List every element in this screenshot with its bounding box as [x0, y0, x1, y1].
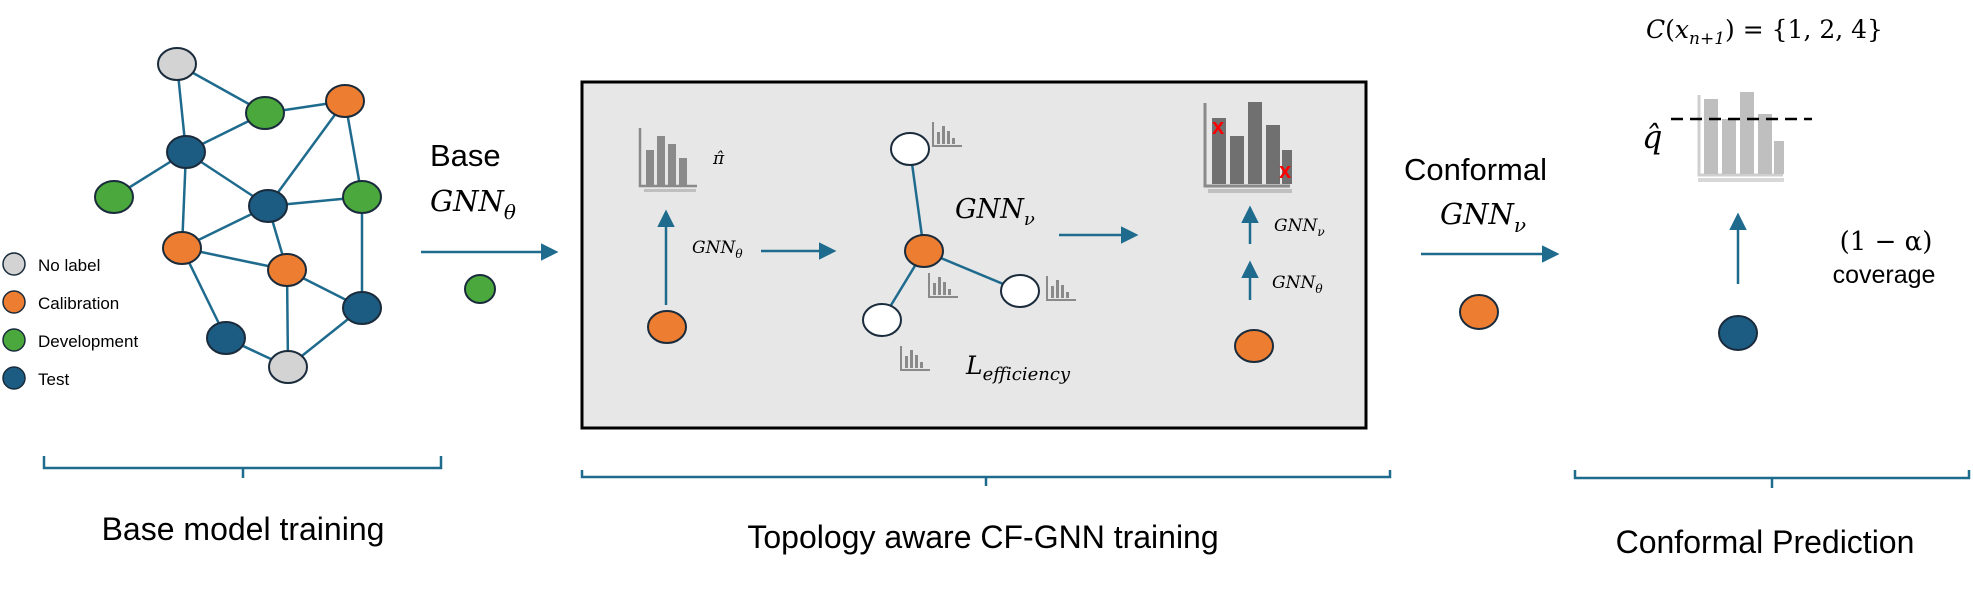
legend-label-no-label: No label: [38, 256, 100, 275]
node-calibration: [267, 253, 307, 287]
center-calibration-node: [904, 234, 944, 268]
gnn-nu-label: GNNν: [955, 194, 1035, 230]
node-no-label: [268, 350, 308, 384]
coverage-label: coverage: [1833, 261, 1936, 289]
node-development: [245, 96, 285, 130]
hist-bar: [679, 158, 687, 185]
node-no-label: [157, 47, 197, 81]
hist-bar: [1758, 114, 1772, 174]
legend-swatch-no-label: [2, 252, 26, 276]
coverage-expression: (1 − α): [1840, 227, 1933, 257]
stage2-title: Topology aware CF-GNN training: [747, 519, 1218, 555]
rank-gnn-nu-label: GNNν: [1274, 216, 1325, 239]
reject-x-mark: x: [1212, 114, 1225, 139]
rank-gnn-theta-label: GNNθ: [1272, 273, 1323, 296]
legend-label-development: Development: [38, 332, 138, 351]
legend: No label Calibration Development Test: [2, 252, 138, 390]
hist-bar: [1722, 119, 1736, 174]
gnn-theta-label: GNNθ: [692, 238, 743, 261]
input-graph: [113, 62, 364, 369]
legend-swatch-test: [2, 366, 26, 390]
stage3-bracket: [1573, 470, 1971, 488]
legend-label-test: Test: [38, 370, 69, 389]
neighbor-node: [1000, 274, 1040, 308]
calibration-node: [647, 310, 687, 344]
reject-x-mark: x: [1279, 158, 1292, 183]
stage3-title: Conformal Prediction: [1616, 524, 1915, 560]
node-calibration: [162, 231, 202, 265]
prediction-histogram-icon: [1697, 92, 1784, 182]
histogram-icon: [638, 128, 697, 192]
development-node: [464, 274, 496, 304]
hist-bar: [1774, 141, 1784, 174]
conformal-label: Conformal: [1404, 152, 1547, 187]
legend-swatch-development: [2, 328, 26, 352]
hist-bar: [1248, 102, 1262, 184]
loss-efficiency-label: Lefficiency: [965, 351, 1071, 385]
mini-histogram-icon: [900, 346, 930, 371]
test-node: [1718, 315, 1758, 351]
hist-bar: [1212, 118, 1226, 184]
hist-bar: [1282, 150, 1292, 184]
hist-bar: [1740, 92, 1754, 174]
node-test: [206, 321, 246, 355]
mini-histogram-icon: [1046, 276, 1076, 301]
stage2-bracket: [580, 470, 1392, 486]
node-test: [166, 135, 206, 169]
rejected-histogram-icon: [1203, 102, 1292, 193]
pi-hat-label: π̂: [712, 149, 725, 169]
base-gnn-symbol: GNNθ: [430, 184, 516, 224]
mini-histogram-icon: [932, 122, 962, 147]
legend-swatch-calibration: [2, 290, 26, 314]
calibration-node: [1234, 329, 1274, 363]
neighbor-node: [890, 132, 930, 166]
hist-bar: [657, 136, 665, 185]
hist-bar: [646, 150, 654, 185]
graph-edge: [266, 100, 347, 207]
stage1-title: Base model training: [102, 511, 385, 547]
hist-bar: [1230, 136, 1244, 184]
node-calibration: [325, 84, 365, 118]
node-test: [248, 189, 288, 223]
stage1-bracket: [42, 456, 443, 478]
prediction-set-label: C(xn+1) = {1, 2, 4}: [1646, 15, 1883, 49]
hist-bar: [1266, 125, 1280, 184]
hist-bar: [668, 144, 676, 185]
neighbor-edge: [908, 148, 926, 252]
neighbor-node: [862, 303, 902, 337]
conformal-gnn-symbol: GNNν: [1440, 197, 1526, 237]
mini-histogram-icon: [928, 273, 958, 298]
node-development: [94, 180, 134, 214]
base-label: Base: [430, 138, 501, 173]
node-test: [342, 291, 382, 325]
q-hat-label: q̂: [1642, 118, 1662, 156]
legend-label-calibration: Calibration: [38, 294, 119, 313]
calibration-node: [1459, 294, 1499, 330]
hist-bar: [1704, 99, 1718, 174]
node-development: [342, 180, 382, 214]
